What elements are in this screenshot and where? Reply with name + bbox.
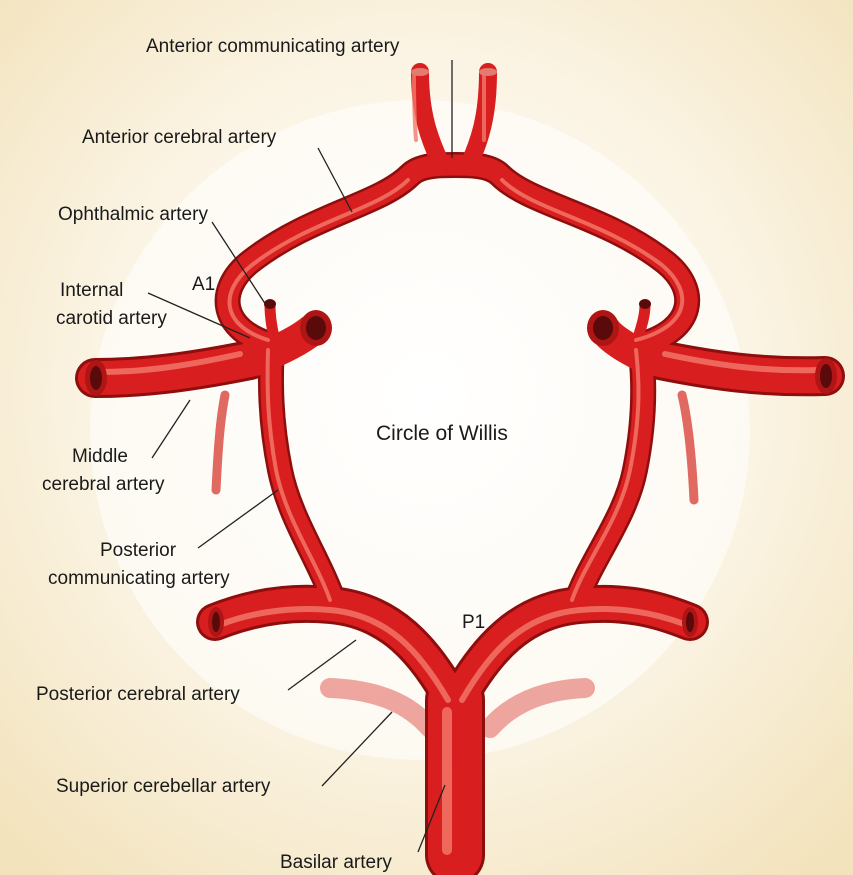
label-internal-carotid-line1: Internal — [60, 280, 123, 301]
label-anterior-cerebral-artery: Anterior cerebral artery — [82, 127, 277, 148]
label-basilar-artery: Basilar artery — [280, 852, 392, 873]
label-middle-cerebral-line2: cerebral artery — [42, 474, 165, 495]
label-posterior-communicating-line2: communicating artery — [48, 568, 230, 589]
label-posterior-cerebral-artery: Posterior cerebral artery — [36, 684, 240, 705]
label-middle-cerebral-line1: Middle — [72, 446, 128, 467]
label-circle-of-willis: Circle of Willis — [376, 422, 508, 445]
label-superior-cerebellar-artery: Superior cerebellar artery — [56, 776, 271, 797]
label-posterior-communicating-line1: Posterior — [100, 540, 177, 561]
label-a1: A1 — [192, 274, 215, 295]
label-internal-carotid-line2: carotid artery — [56, 308, 167, 329]
ophthalmic-artery-left — [270, 305, 276, 345]
label-p1: P1 — [462, 612, 485, 633]
label-ophthalmic-artery: Ophthalmic artery — [58, 204, 208, 225]
label-anterior-communicating-artery: Anterior communicating artery — [146, 36, 400, 57]
